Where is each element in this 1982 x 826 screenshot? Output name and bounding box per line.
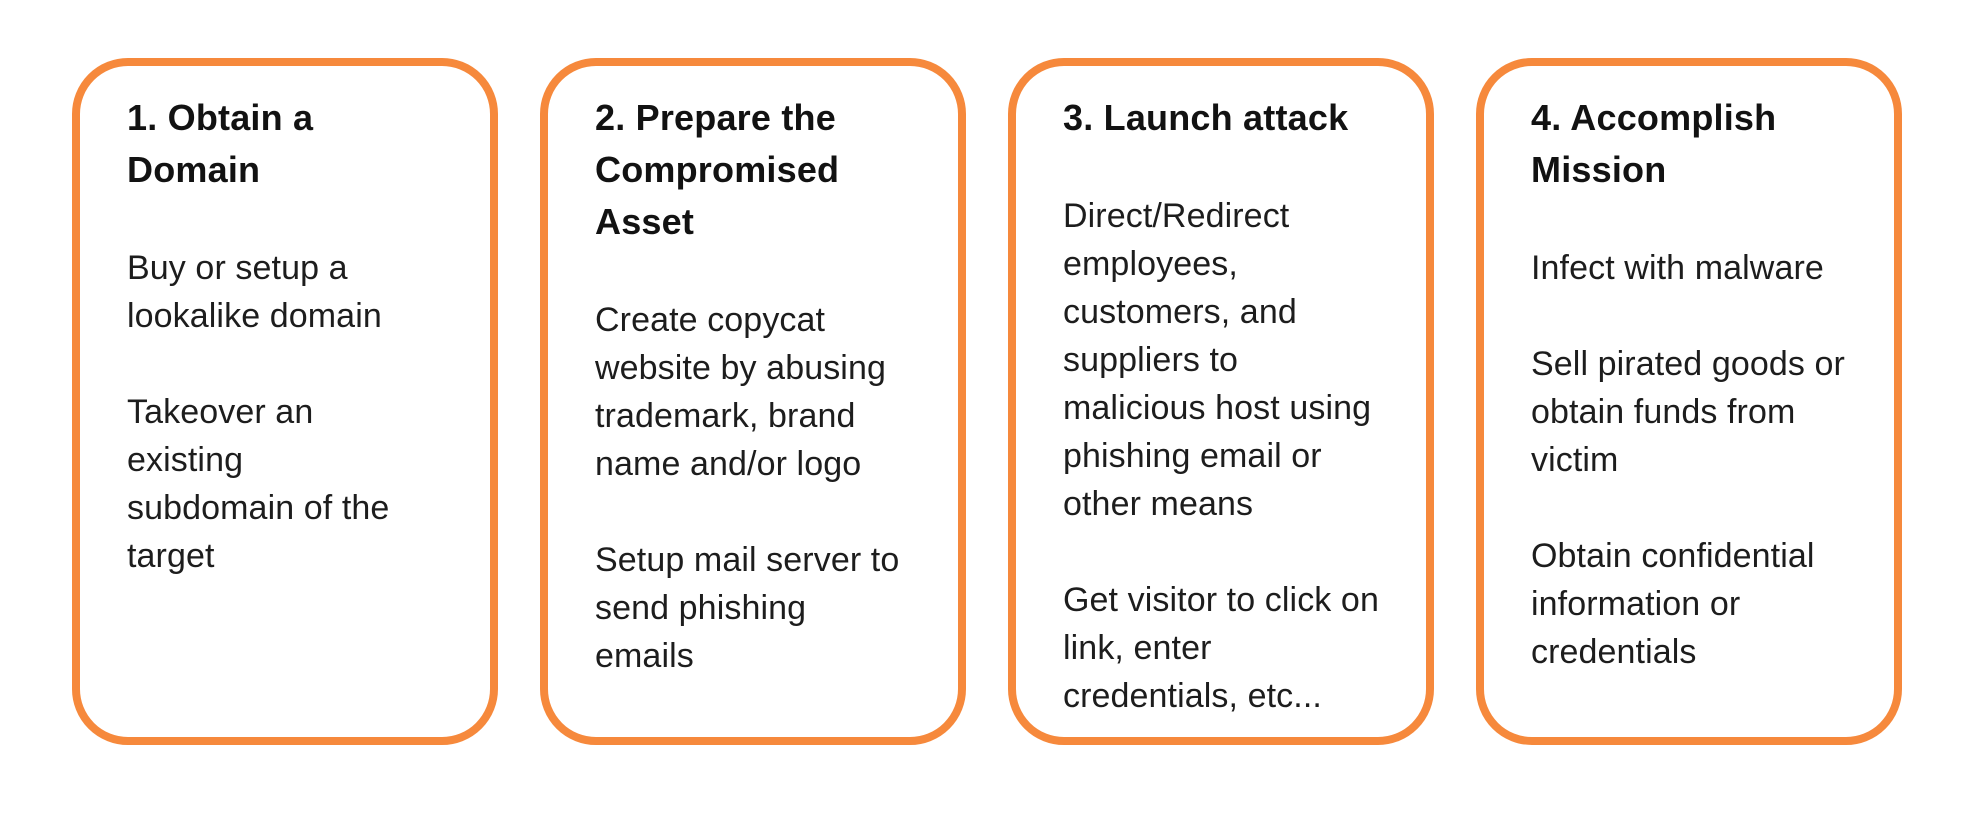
card-paragraph: Obtain confidential information or crede…	[1531, 537, 1815, 671]
card-prepare-compromised-asset: 2. Prepare the Compromised Asset Create …	[540, 58, 966, 745]
card-paragraph: Create copycat website by abusing tradem…	[595, 301, 886, 483]
phishing-process-diagram: 1. Obtain a Domain Buy or setup a lookal…	[72, 58, 1902, 745]
card-title: 2. Prepare the Compromised Asset	[595, 97, 840, 242]
card-paragraph: Sell pirated goods or obtain funds from …	[1531, 345, 1845, 479]
card-obtain-domain: 1. Obtain a Domain Buy or setup a lookal…	[72, 58, 498, 745]
card-paragraph: Buy or setup a lookalike domain	[127, 249, 382, 335]
card-paragraph: Get visitor to click on link, enter cred…	[1063, 581, 1379, 715]
card-paragraph: Direct/Redirect employees, customers, an…	[1063, 197, 1372, 523]
card-title: 1. Obtain a Domain	[127, 97, 314, 190]
card-title: 3. Launch attack	[1063, 97, 1349, 138]
card-accomplish-mission: 4. Accomplish Mission Infect with malwar…	[1476, 58, 1902, 745]
card-paragraph: Infect with malware	[1531, 249, 1824, 287]
card-paragraph: Setup mail server to send phishing email…	[595, 541, 900, 675]
card-launch-attack: 3. Launch attack Direct/Redirect employe…	[1008, 58, 1434, 745]
card-title: 4. Accomplish Mission	[1531, 97, 1777, 190]
card-paragraph: Takeover an existing subdomain of the ta…	[127, 393, 390, 575]
